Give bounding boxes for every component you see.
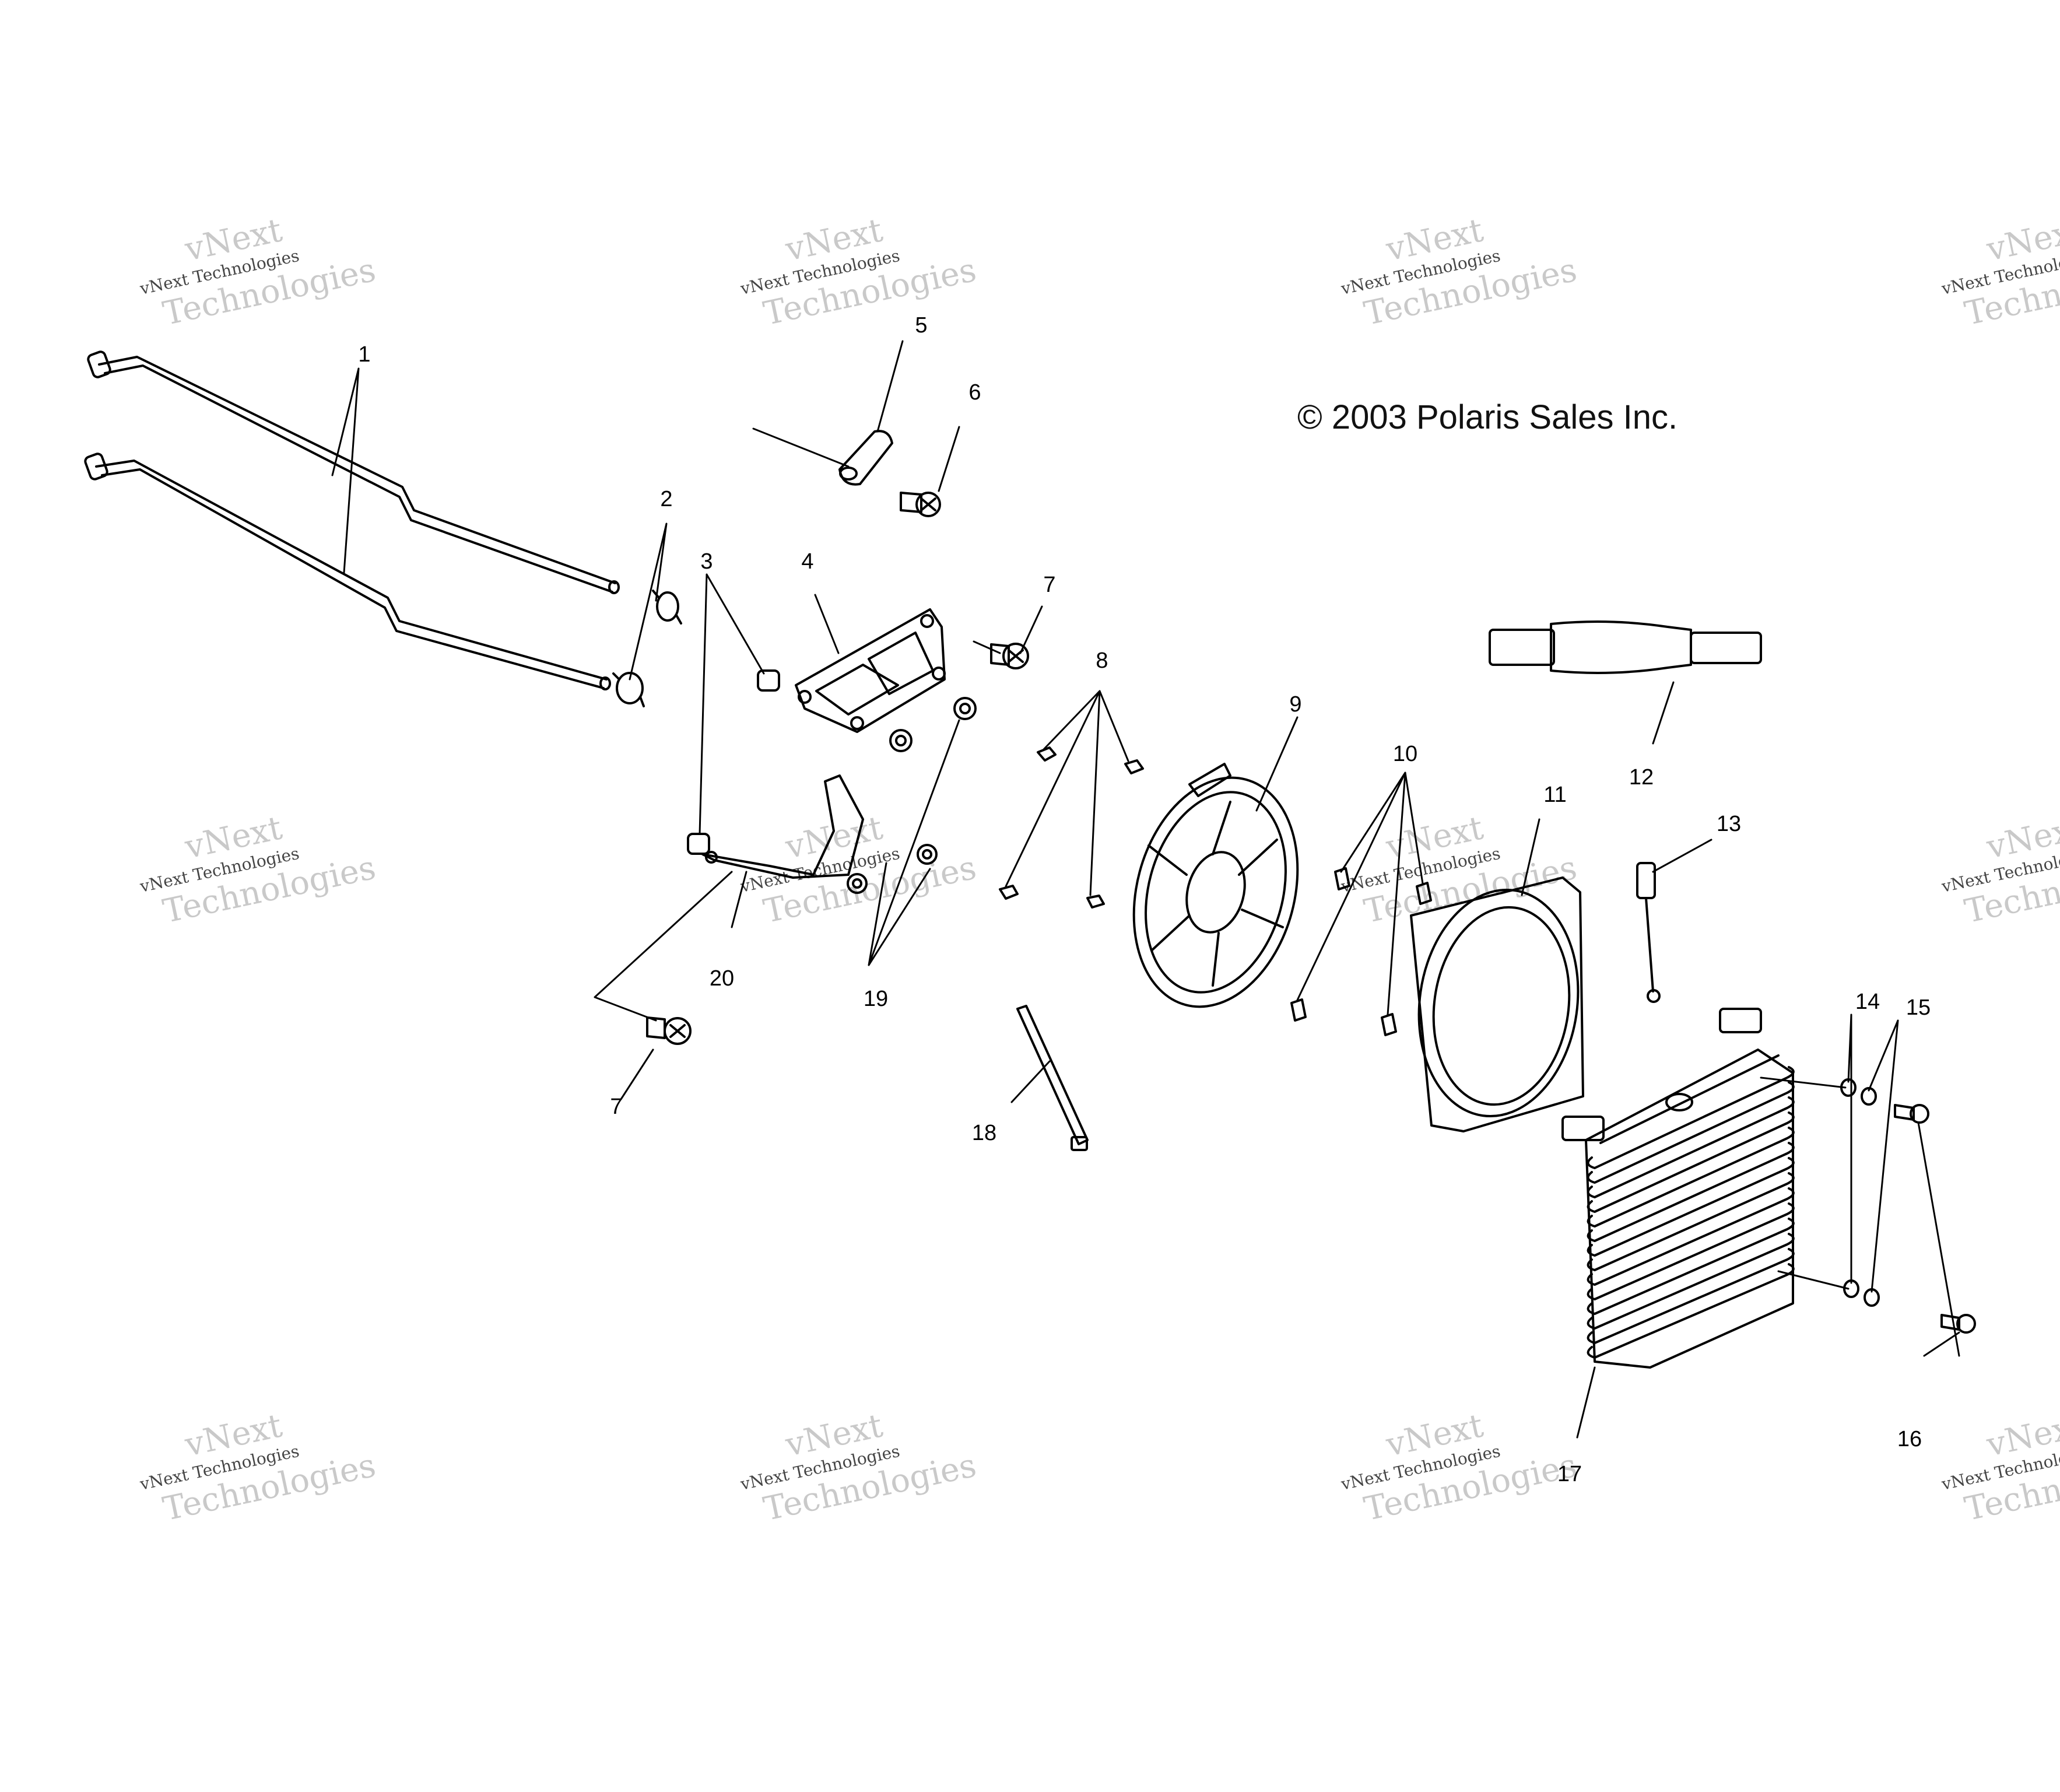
- cooler-fin: [1587, 1096, 1795, 1198]
- callout-14: 14: [1855, 990, 1880, 1014]
- callout-10: 10: [1393, 742, 1417, 766]
- cooler-fin: [1587, 1218, 1795, 1315]
- cooler-fin: [1587, 1081, 1795, 1184]
- cooler-fin: [1587, 1172, 1795, 1271]
- part-screw-6: [900, 492, 941, 517]
- callout-8: 8: [1096, 648, 1108, 673]
- cooler-fin: [1587, 1157, 1795, 1257]
- callout-5: 5: [915, 313, 927, 338]
- part-screw-7-bottom: [646, 1016, 692, 1045]
- cooler-fin: [1587, 1127, 1795, 1228]
- part-oil-cooler: [1561, 1008, 1795, 1369]
- part-clip: [838, 430, 893, 486]
- cooler-fin: [1587, 1233, 1795, 1330]
- part-temp-sensor: [1636, 862, 1661, 1003]
- part-washers-bolts: [1840, 1078, 1976, 1334]
- part-cable-tie: [1016, 1005, 1089, 1151]
- callout-9: 9: [1289, 692, 1301, 717]
- callout-20: 20: [710, 966, 734, 991]
- callout-3: 3: [700, 549, 713, 574]
- callout-18: 18: [972, 1121, 996, 1145]
- part-gasket-plate: [795, 608, 946, 733]
- callout-11: 11: [1543, 783, 1566, 807]
- part-mount-bracket: [701, 774, 864, 879]
- callout-12: 12: [1629, 765, 1654, 790]
- callout-1: 1: [358, 342, 370, 367]
- copyright-notice: © 2003 Polaris Sales Inc.: [1297, 398, 1678, 436]
- cooler-fin: [1587, 1066, 1795, 1169]
- callout-13: 13: [1717, 812, 1741, 836]
- callout-19: 19: [864, 987, 888, 1011]
- part-u-nuts: [1290, 867, 1432, 1036]
- cooler-fin: [1587, 1142, 1795, 1242]
- leader-lines: [331, 340, 1960, 1439]
- part-grommets: [847, 697, 977, 894]
- callout-17: 17: [1557, 1462, 1582, 1486]
- callout-7a: 7: [1043, 573, 1055, 597]
- callout-2: 2: [660, 487, 672, 511]
- callout-16: 16: [1897, 1427, 1922, 1451]
- part-connector-harness: [1489, 620, 1762, 674]
- part-fan-shroud: [1410, 876, 1584, 1132]
- cooler-fin: [1587, 1202, 1795, 1300]
- part-cooling-fan: [1132, 763, 1299, 1008]
- callout-15: 15: [1906, 995, 1931, 1020]
- callout-4: 4: [801, 549, 813, 574]
- cooler-fin: [1587, 1187, 1795, 1286]
- part-oil-lines: [84, 350, 620, 690]
- callout-7b: 7: [610, 1095, 622, 1119]
- callout-6: 6: [968, 380, 981, 405]
- cooler-fin: [1587, 1263, 1795, 1359]
- cooler-fin: [1587, 1248, 1795, 1344]
- part-spacers: [687, 669, 780, 855]
- cooler-fin: [1587, 1111, 1795, 1213]
- callout-labels: 1 2 3 4 5 6 7 7 8 9 10 11 12 13 14 15 16…: [358, 313, 1931, 1486]
- part-push-nuts: [999, 746, 1144, 909]
